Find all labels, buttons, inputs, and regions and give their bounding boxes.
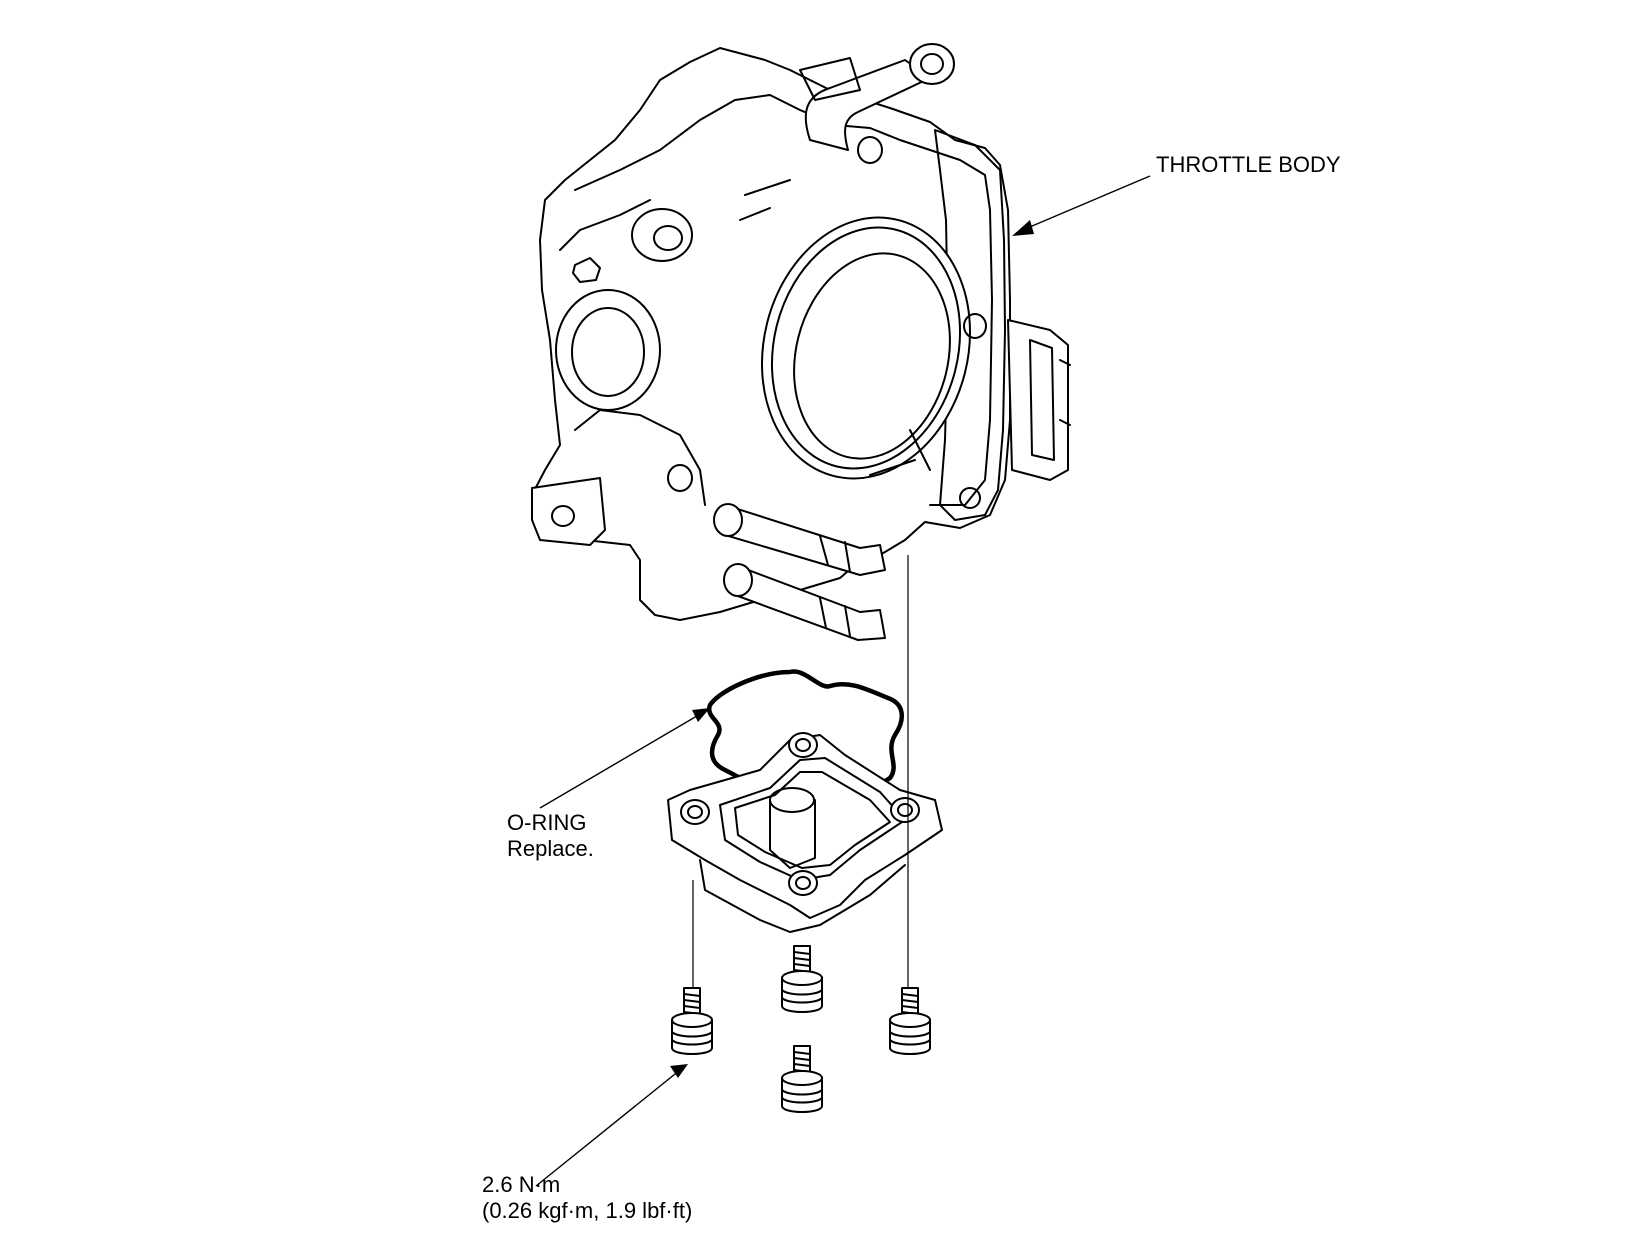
o-ring — [706, 669, 904, 804]
face-detail — [739, 179, 931, 476]
torque-alt-units: (0.26 kgf·m, 1.9 lbf·ft) — [482, 1198, 693, 1223]
adapter-base — [667, 732, 943, 933]
housing-inner-ridge — [574, 94, 993, 506]
sensor-connector-detail — [1029, 339, 1071, 461]
top-pipe-end — [909, 43, 955, 85]
torque-label: 2.6 N·m (0.26 kgf·m, 1.9 lbf·ft) — [482, 1172, 692, 1224]
throttle-bore-outer — [761, 216, 971, 480]
coolant-port-inner — [571, 307, 645, 397]
adapter-lower-body — [699, 859, 906, 933]
adapter-bolt-holes — [680, 732, 920, 896]
o-ring-label: O-RING Replace. — [507, 810, 594, 862]
throttle-body — [531, 43, 1071, 641]
adapter-flange — [667, 734, 943, 919]
bolt — [781, 945, 823, 1013]
leader-throttle-body — [1012, 175, 1151, 236]
adapter-groove — [719, 757, 906, 881]
throttle-body-label: THROTTLE BODY — [1156, 152, 1341, 177]
o-ring-name: O-RING — [507, 810, 587, 835]
mounting-ear — [531, 477, 606, 546]
top-pipe-clip — [799, 57, 861, 101]
throttle-bore-lip — [770, 226, 962, 470]
throttle-bore-inner — [793, 252, 951, 460]
leader-o-ring — [539, 708, 710, 809]
leader-torque — [535, 1064, 688, 1187]
coolant-nipples — [713, 503, 886, 641]
face-bolt — [572, 257, 601, 283]
bolt — [889, 987, 931, 1055]
top-pipe-bore — [920, 53, 944, 75]
adapter-groove-inner — [734, 771, 891, 869]
torque-value: 2.6 N·m — [482, 1172, 561, 1197]
bolt — [781, 1045, 823, 1113]
mounting-ear-hole — [551, 505, 575, 527]
adapter-valve-post — [769, 799, 816, 869]
mounting-bosses — [631, 136, 987, 509]
o-ring-note: Replace. — [507, 836, 594, 861]
housing-left-face — [559, 199, 706, 506]
bolt — [671, 987, 713, 1055]
